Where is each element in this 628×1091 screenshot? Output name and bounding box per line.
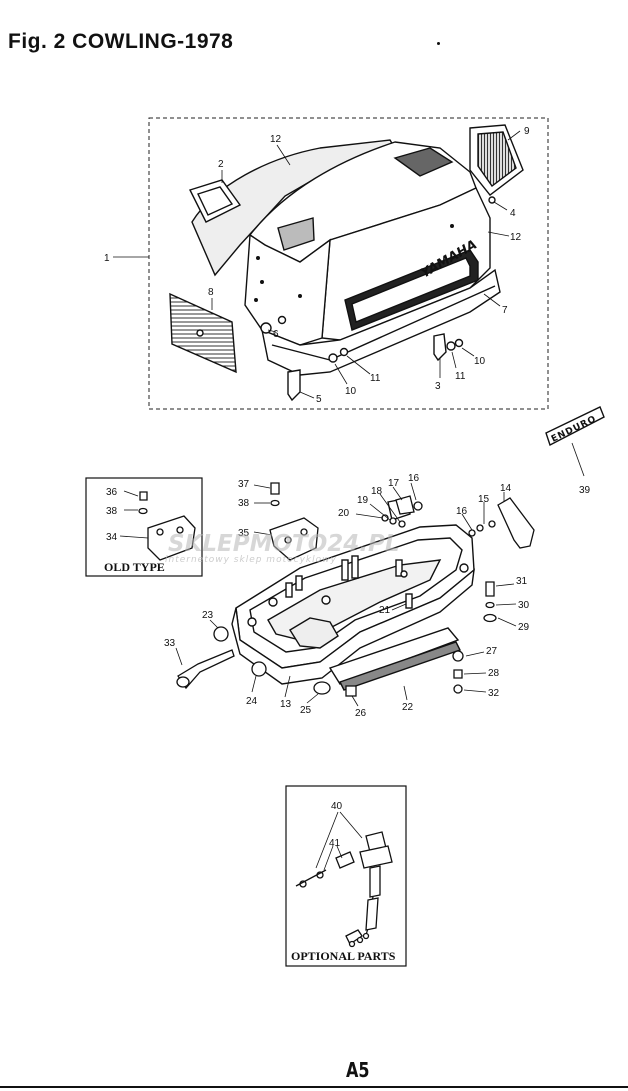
callout-8: 8 (208, 287, 214, 298)
callout-30: 30 (518, 600, 530, 611)
top-cowling-dashed-frame (148, 117, 549, 410)
callout-20: 20 (338, 508, 350, 519)
callout-39: 39 (579, 485, 591, 496)
callout-10b: 10 (474, 356, 486, 367)
bottom-callouts: 13 14 15 16 16 17 18 19 20 21 22 23 24 2… (164, 473, 530, 719)
callout-23: 23 (202, 610, 214, 621)
callout-22: 22 (402, 702, 414, 713)
callout-27: 27 (486, 646, 498, 657)
callout-40: 40 (331, 801, 343, 812)
callout-2: 2 (218, 159, 224, 170)
callout-21: 21 (379, 605, 391, 616)
callout-33: 33 (164, 638, 176, 649)
callout-32: 32 (488, 688, 500, 699)
callout-16a: 16 (408, 473, 420, 484)
top-cowling (191, 139, 501, 402)
callout-5: 5 (316, 394, 322, 405)
callout-17: 17 (388, 478, 400, 489)
callout-14: 14 (500, 483, 512, 494)
callout-38b: 38 (238, 498, 250, 509)
optional-parts-frame (285, 785, 407, 967)
callout-31: 31 (516, 576, 528, 587)
top-grille-part (469, 124, 524, 204)
callout-38a: 38 (106, 506, 118, 517)
callout-12b: 12 (510, 232, 522, 243)
bottom-leader-lines (175, 482, 517, 707)
callout-3: 3 (435, 381, 441, 392)
callout-24: 24 (246, 696, 258, 707)
stray-dot (437, 42, 440, 45)
top-leader-lines (113, 130, 521, 399)
callout-28: 28 (488, 668, 500, 679)
callout-11b: 11 (455, 371, 466, 382)
page-number: A5 (346, 1058, 370, 1082)
watermark-sub: internetowy sklep motocyklowy (165, 555, 337, 565)
bottom-cowling (231, 497, 475, 685)
bottom-hardware (176, 482, 535, 697)
callout-4: 4 (510, 208, 516, 219)
callout-41: 41 (329, 838, 341, 849)
bottom-rule (0, 1086, 628, 1088)
callout-7: 7 (502, 305, 508, 316)
vent-cover-part (189, 179, 242, 223)
callout-9: 9 (524, 126, 530, 137)
side-grille-part (169, 292, 237, 374)
callout-29: 29 (518, 622, 530, 633)
callout-36: 37 (238, 479, 250, 490)
callout-26: 26 (355, 708, 367, 719)
top-callouts: 1 2 3 4 5 6 7 8 9 10 10 11 11 12 12 (104, 126, 530, 405)
callout-15: 15 (478, 494, 490, 505)
watermark-main: SKLEPMOTO24.PL (168, 531, 400, 557)
callout-12a: 12 (270, 134, 282, 145)
callout-25: 25 (300, 705, 312, 716)
enduro-badge: ENDURO 39 (545, 406, 605, 496)
optional-parts-illustration (295, 811, 393, 948)
old-type-label: OLD TYPE (104, 560, 165, 574)
callout-11a: 11 (370, 373, 381, 384)
callout-35: 34 (106, 532, 118, 543)
callout-13: 13 (280, 699, 292, 710)
callout-19: 19 (357, 495, 369, 506)
callout-16b: 16 (456, 506, 468, 517)
optional-parts-label: OPTIONAL PARTS (291, 949, 396, 963)
callout-6: 6 (273, 329, 279, 340)
callout-10a: 10 (345, 386, 357, 397)
callout-34: 35 (238, 528, 250, 539)
old-type-part (119, 490, 196, 561)
callout-1: 1 (104, 253, 110, 264)
figure-title: Fig. 2 COWLING-1978 (8, 30, 234, 53)
callout-18: 18 (371, 486, 383, 497)
seal-strip-part (328, 627, 461, 691)
callout-37: 36 (106, 487, 118, 498)
